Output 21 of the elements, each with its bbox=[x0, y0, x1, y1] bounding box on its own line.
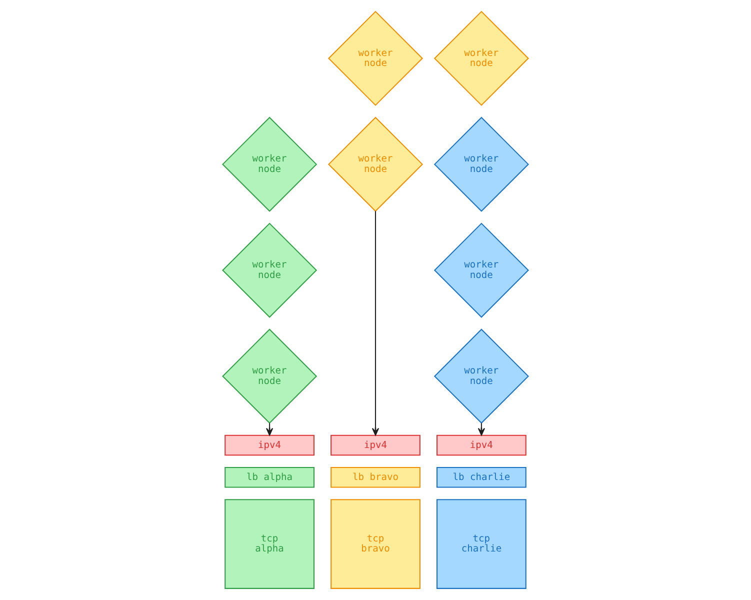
arrow bbox=[266, 423, 274, 436]
node-box: tcp bravo bbox=[330, 499, 420, 589]
node-box: ipv4 bbox=[224, 434, 314, 456]
node-diamond: worker node bbox=[222, 328, 318, 424]
node-box: lb charlie bbox=[436, 466, 526, 488]
node-diamond: worker node bbox=[434, 328, 529, 424]
node-diamond: worker node bbox=[434, 222, 529, 318]
arrow bbox=[478, 423, 486, 436]
node-diamond: worker node bbox=[434, 116, 529, 212]
node-diamond: worker node bbox=[222, 222, 318, 318]
node-diamond: worker node bbox=[328, 10, 424, 106]
node-box: lb bravo bbox=[330, 466, 420, 488]
node-diamond: worker node bbox=[434, 10, 529, 106]
arrow bbox=[372, 211, 380, 436]
node-diamond: worker node bbox=[222, 116, 318, 212]
node-diamond: worker node bbox=[328, 116, 424, 212]
node-box: tcp charlie bbox=[436, 499, 526, 589]
node-box: tcp alpha bbox=[224, 499, 314, 589]
node-box: ipv4 bbox=[436, 434, 526, 456]
node-box: lb alpha bbox=[224, 466, 314, 488]
node-box: ipv4 bbox=[330, 434, 420, 456]
